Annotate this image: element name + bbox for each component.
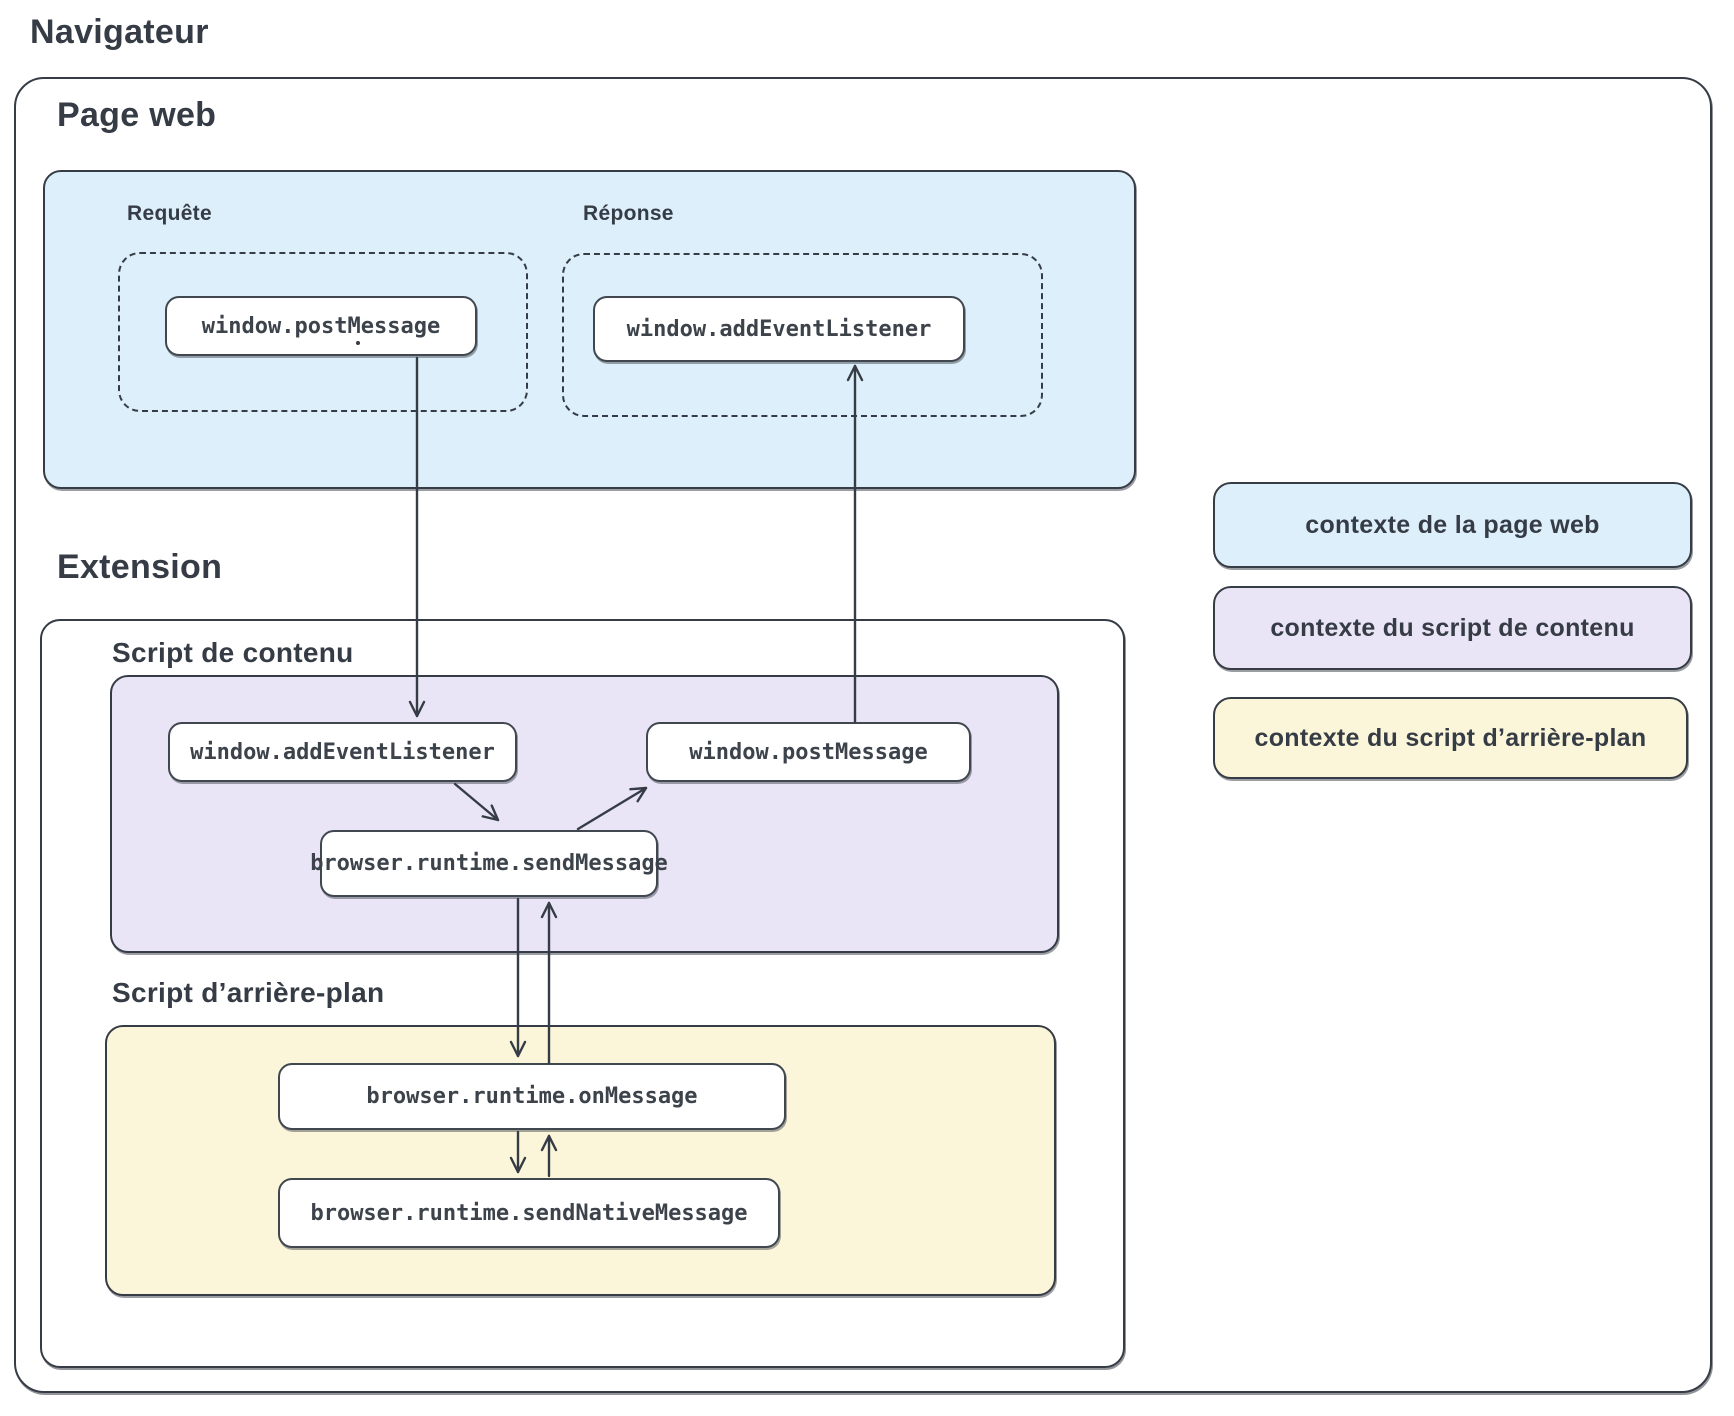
browser-title: Navigateur <box>30 13 209 51</box>
request-group-label: Requête <box>127 202 212 225</box>
extension-label: Extension <box>57 548 223 586</box>
response-group-box <box>562 253 1043 417</box>
content-script-label: Script de contenu <box>112 637 354 668</box>
node-background-sendnativemessage: browser.runtime.sendNativeMessage <box>278 1178 780 1248</box>
request-group-box <box>118 252 528 412</box>
node-page-addeventlistener: window.addEventListener <box>593 296 965 362</box>
content-script-container <box>110 675 1059 953</box>
legend-item-page-web: contexte de la page web <box>1213 482 1692 568</box>
legend-item-content-script: contexte du script de contenu <box>1213 586 1692 670</box>
node-background-onmessage: browser.runtime.onMessage <box>278 1063 786 1130</box>
background-script-label: Script d’arrière-plan <box>112 977 385 1008</box>
node-content-addeventlistener: window.addEventListener <box>168 722 517 782</box>
response-group-label: Réponse <box>583 202 674 225</box>
node-content-postmessage: window.postMessage <box>646 722 971 782</box>
node-content-sendmessage: browser.runtime.sendMessage <box>310 830 668 897</box>
page-web-label: Page web <box>57 96 217 134</box>
legend-item-background-script: contexte du script d’arrière-plan <box>1213 697 1688 779</box>
node-page-postmessage: window.postMessage <box>165 296 477 356</box>
